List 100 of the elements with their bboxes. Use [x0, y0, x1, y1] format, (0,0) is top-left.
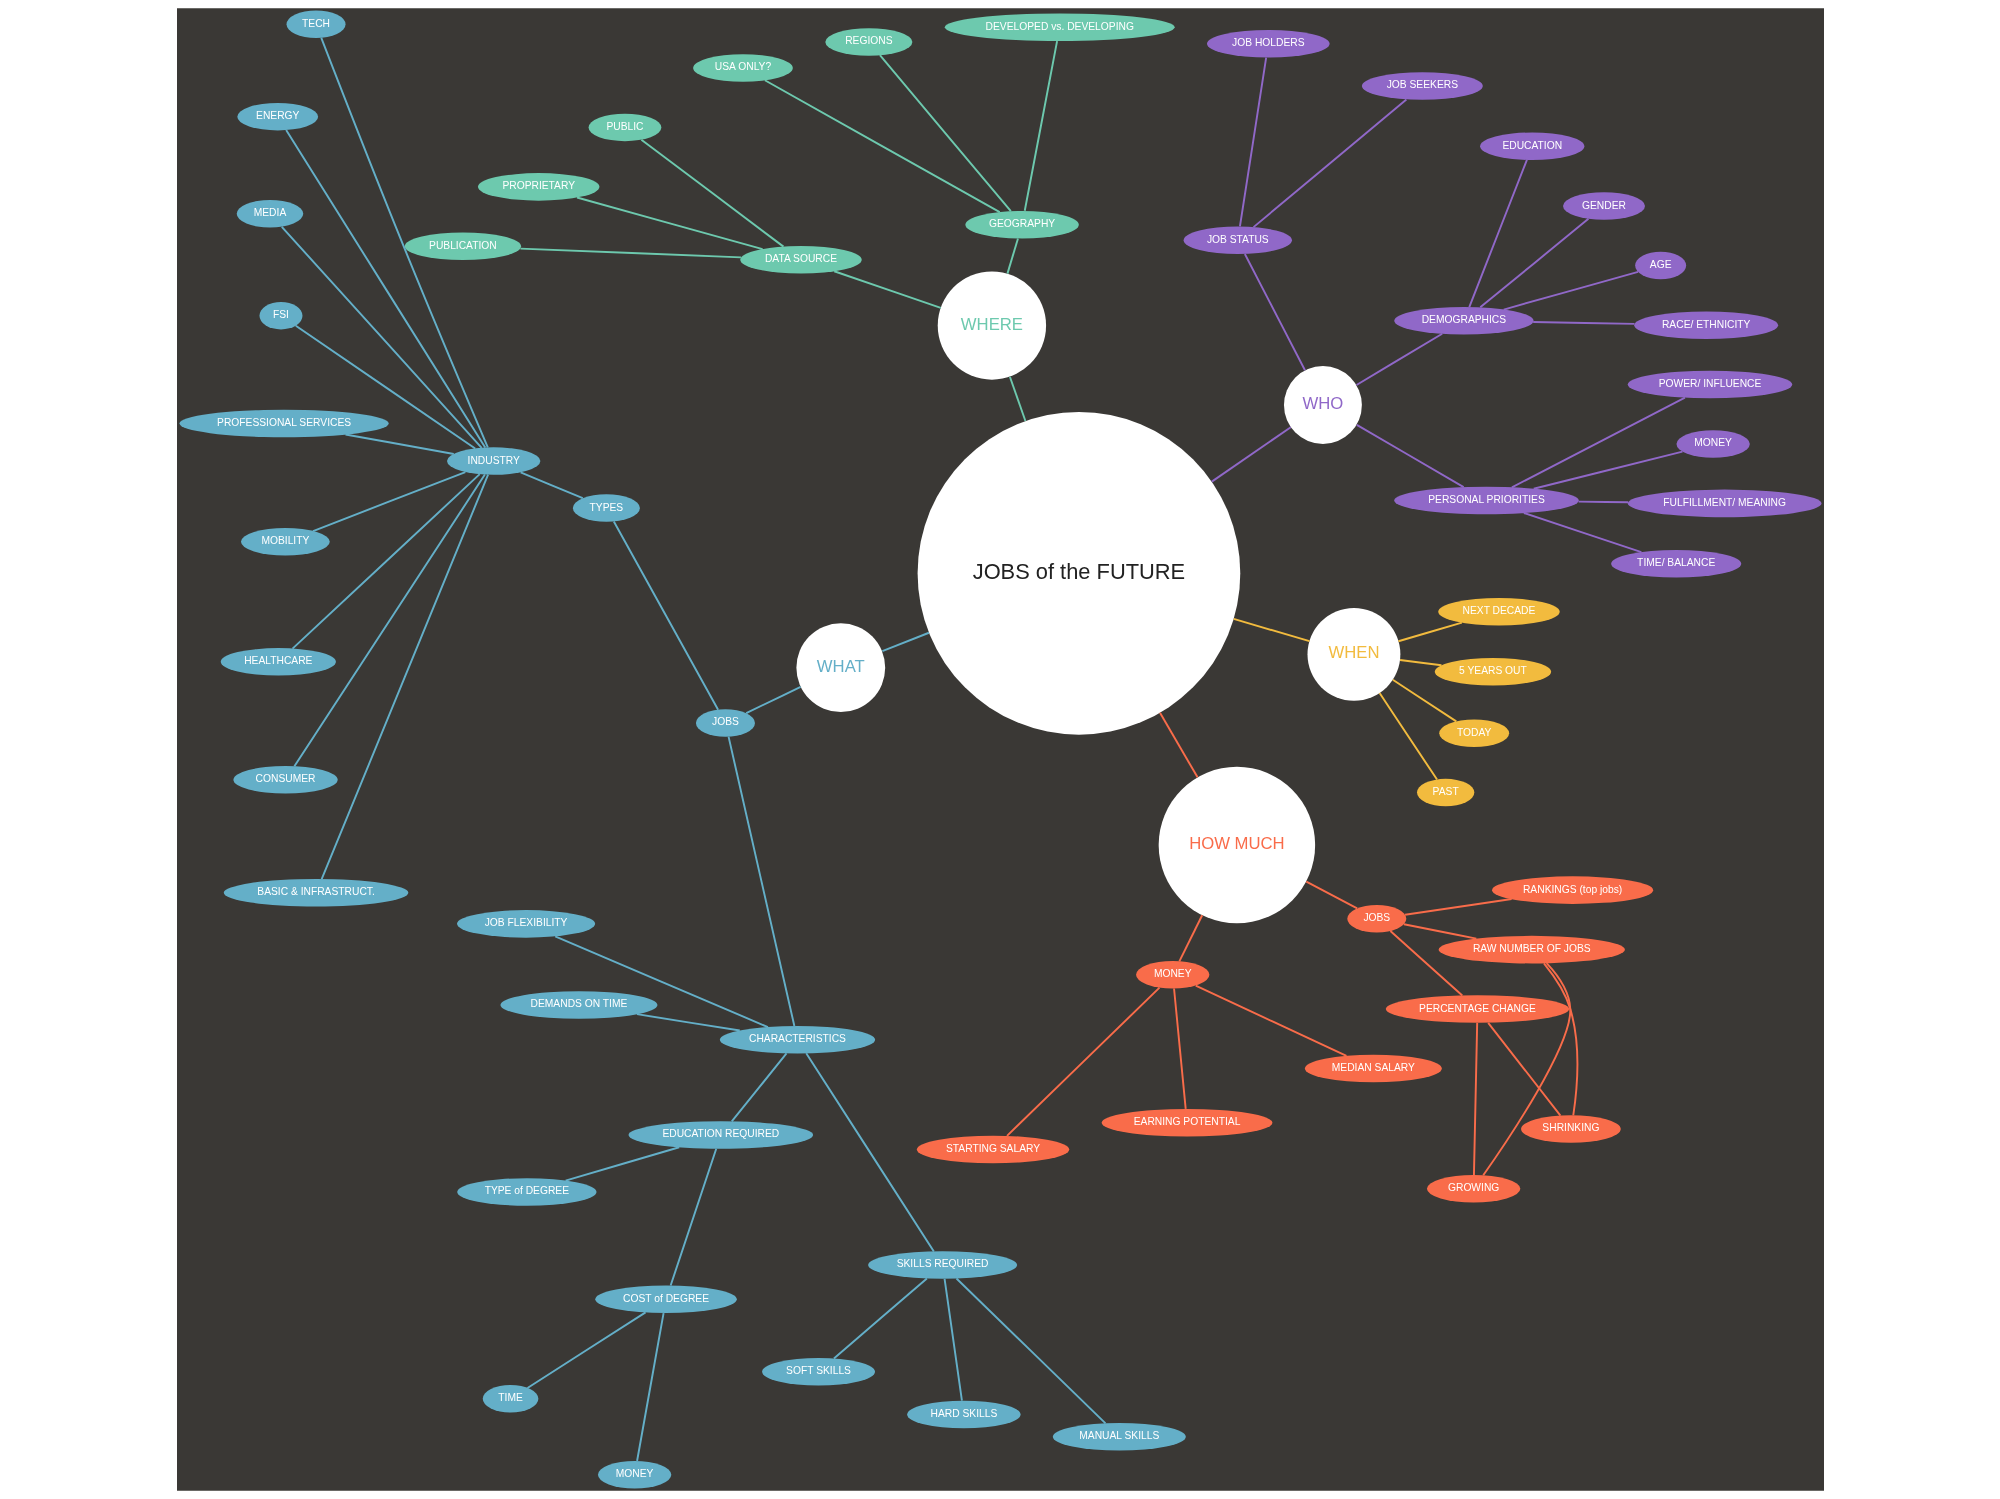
node-ellipse: RACE/ ETHNICITY [1633, 311, 1778, 339]
connector [519, 471, 584, 500]
node-ellipse: RAW NUMBER OF JOBS [1438, 935, 1625, 964]
node-ellipse: PERCENTAGE CHANGE [1385, 995, 1569, 1023]
node-ellipse: POWER/ INFLUENCE [1627, 370, 1792, 399]
node-ellipse: SHRINKING [1520, 1115, 1621, 1143]
node-ellipse: REGIONS [824, 28, 912, 56]
connector [832, 270, 942, 309]
connector [744, 686, 802, 714]
node-ellipse: JOBS [695, 709, 755, 737]
connector [344, 433, 455, 455]
node-ellipse: STARTING SALARY [916, 1135, 1069, 1164]
connector [284, 129, 486, 449]
node-ellipse: HARD SKILLS [906, 1400, 1021, 1429]
node-ellipse: AGE [1634, 251, 1686, 280]
node-ellipse: MEDIA [236, 200, 303, 228]
connector [878, 54, 1012, 213]
connector [1172, 987, 1187, 1110]
node-ellipse: TYPES [572, 494, 640, 522]
connector [1398, 659, 1442, 667]
connector [1238, 56, 1267, 228]
connector [1194, 984, 1347, 1057]
node-ellipse: RANKINGS (top jobs) [1491, 876, 1653, 904]
node-circle: WHO [1283, 366, 1362, 444]
node-ellipse: EDUCATION [1479, 132, 1584, 160]
node-ellipse: MONEY [597, 1460, 671, 1489]
node-ellipse: EARNING POTENTIAL [1101, 1108, 1272, 1137]
connector [280, 225, 483, 449]
connector [1532, 450, 1683, 490]
connector [635, 1312, 665, 1462]
connector [727, 735, 795, 1027]
node-ellipse: TIME/ BALANCE [1610, 549, 1741, 578]
node-ellipse: PROFESSIONAL SERVICES [179, 409, 389, 438]
connector [1304, 880, 1358, 910]
connector [1388, 930, 1463, 997]
connector [291, 473, 481, 650]
node-circle: JOBS of the FUTURE [917, 411, 1240, 735]
node-ellipse: TODAY [1438, 719, 1509, 747]
connector [1486, 1021, 1561, 1117]
connector [1396, 621, 1463, 643]
node-ellipse: JOBS [1346, 905, 1406, 933]
connector [1252, 98, 1407, 229]
connector [575, 196, 764, 251]
connector [1023, 40, 1058, 212]
connector [1355, 332, 1443, 386]
node-ellipse: DATA SOURCE [739, 246, 862, 274]
node-ellipse: MANUAL SKILLS [1052, 1423, 1186, 1451]
connector [320, 473, 489, 881]
connector [1481, 962, 1571, 1177]
node-ellipse: JOB FLEXIBILITY [456, 910, 595, 938]
node-ellipse: USA ONLY? [692, 54, 793, 82]
node-ellipse: SKILLS REQUIRED [867, 1251, 1017, 1279]
connector [612, 520, 719, 711]
node-ellipse: GEOGRAPHY [964, 210, 1079, 239]
node-circle: WHERE [937, 271, 1046, 380]
connector [1005, 986, 1160, 1137]
connector [294, 324, 476, 450]
node-ellipse: JOB SEEKERS [1361, 72, 1483, 100]
connector [1378, 692, 1438, 781]
node-ellipse: BASIC & INFRASTRUCT. [223, 879, 408, 907]
connector [955, 1277, 1106, 1425]
connector [1577, 500, 1629, 504]
node-ellipse: NEXT DECADE [1437, 598, 1560, 626]
node-ellipse: EDUCATION REQUIRED [628, 1121, 813, 1149]
node-ellipse: DEMOGRAPHICS [1393, 306, 1534, 335]
connector [553, 935, 769, 1029]
node-ellipse: SOFT SKILLS [761, 1357, 875, 1386]
node-ellipse: FSI [258, 301, 302, 330]
connector [1478, 217, 1589, 309]
node-ellipse: PUBLICATION [404, 232, 521, 261]
node-circle: HOW MUCH [1158, 766, 1315, 924]
node-ellipse: TECH [286, 10, 346, 39]
node-ellipse: PUBLIC [588, 113, 661, 142]
node-ellipse: DEMANDS ON TIME [499, 991, 657, 1019]
connector [1177, 914, 1203, 963]
connector [635, 1013, 741, 1032]
connector [1403, 898, 1513, 916]
node-circle: WHEN [1307, 607, 1400, 701]
node-ellipse: DEVELOPED vs. DEVELOPING [944, 13, 1175, 42]
node-ellipse: CHARACTERISTICS [719, 1025, 875, 1054]
connector [1467, 158, 1528, 308]
node-ellipse: COST of DEGREE [594, 1285, 737, 1314]
node-ellipse: PAST [1416, 778, 1474, 807]
connector [1391, 678, 1457, 723]
connector [1243, 253, 1306, 372]
node-ellipse: TIME [482, 1385, 538, 1413]
connector [1510, 396, 1686, 489]
connector [1502, 270, 1639, 311]
connector [1210, 426, 1292, 483]
connector [1158, 711, 1198, 779]
connector [526, 1311, 646, 1389]
connector [518, 247, 742, 259]
node-ellipse: MEDIAN SALARY [1304, 1054, 1442, 1083]
node-ellipse: ENERGY [236, 102, 318, 131]
node-ellipse: MOBILITY [240, 528, 330, 556]
connector [880, 631, 930, 653]
node-ellipse: FULFILLMENT/ MEANING [1627, 489, 1821, 518]
node-ellipse: PERSONAL PRIORITIES [1393, 486, 1579, 515]
node-ellipse: GENDER [1562, 192, 1645, 220]
connector [292, 473, 486, 768]
